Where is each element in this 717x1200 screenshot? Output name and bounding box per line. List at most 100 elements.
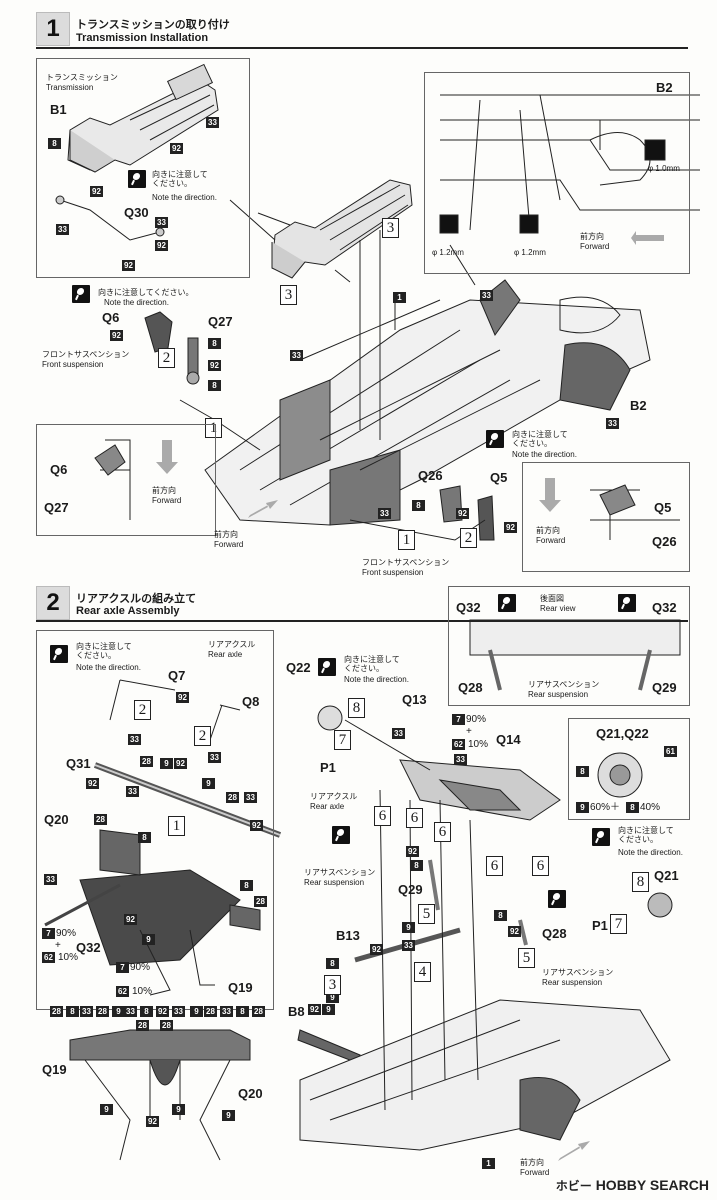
step-ref-2: 2 — [460, 528, 477, 548]
part-q19: Q19 — [42, 1062, 67, 1077]
rear-axle-drawing-left — [44, 679, 282, 1161]
part-badge-92: 92 — [156, 1006, 169, 1017]
part-q32: Q32 — [76, 940, 101, 955]
part-badge-8: 8 — [576, 766, 589, 777]
step-ref-6: 6 — [434, 822, 451, 842]
forward-en: Forward — [152, 496, 182, 505]
step-ref-1: 1 — [398, 530, 415, 550]
step-1-number: 1 — [36, 12, 70, 46]
rear-susp-en: Rear suspension — [304, 878, 365, 887]
rear-view-inset — [448, 586, 690, 706]
part-q20: Q20 — [238, 1086, 263, 1101]
note-en: Note the direction. — [104, 298, 169, 307]
part-badge-9: 9 — [142, 934, 155, 945]
note-icon — [332, 826, 350, 844]
part-badge-92: 92 — [308, 1004, 321, 1015]
part-badge-8: 8 — [410, 860, 423, 871]
part-badge-33: 33 — [220, 1006, 233, 1017]
note-icon — [128, 170, 146, 188]
part-badge-1: 1 — [393, 292, 406, 303]
part-b2: B2 — [630, 398, 647, 413]
part-badge-33: 33 — [80, 1006, 93, 1017]
mix-90: 90% — [130, 962, 151, 973]
part-q19: Q19 — [228, 980, 253, 995]
dia-1-2-right: φ 1.2mm — [514, 248, 546, 257]
part-q31: Q31 — [66, 756, 91, 771]
mix-60: 60%＋ — [590, 802, 621, 813]
forward-en: Forward — [536, 536, 566, 545]
part-badge-28: 28 — [96, 1006, 109, 1017]
q5-detail-inset — [522, 462, 690, 572]
step-2-rule — [36, 620, 688, 622]
part-badge-28: 28 — [204, 1006, 217, 1017]
rear-susp-en: Rear suspension — [542, 978, 603, 987]
q21-q22-inset — [568, 718, 690, 820]
part-q5: Q5 — [654, 500, 672, 515]
part-q20: Q20 — [44, 812, 69, 827]
part-badge-9: 9 — [190, 1006, 203, 1017]
part-q14: Q14 — [496, 732, 521, 747]
part-q30: Q30 — [124, 205, 149, 220]
part-badge-33: 33 — [44, 874, 57, 885]
part-p1: P1 — [320, 760, 336, 775]
main-transmission-drawing — [257, 179, 413, 283]
part-badge-92: 92 — [370, 944, 383, 955]
note-jp: 向きに注意して ください。 — [152, 170, 208, 188]
note-icon — [498, 594, 516, 612]
note-en: Note the direction. — [76, 663, 141, 672]
part-b1: B1 — [50, 102, 67, 117]
note-icon — [618, 594, 636, 612]
q6-detail-inset — [36, 424, 216, 536]
step-ref-3: 3 — [324, 975, 341, 995]
part-badge-92: 92 — [508, 926, 521, 937]
part-badge-33: 33 — [124, 1006, 137, 1017]
part-badge-28: 28 — [50, 1006, 63, 1017]
watermark: ホビー HOBBY SEARCH — [556, 1177, 709, 1194]
part-q29: Q29 — [398, 882, 423, 897]
step-ref-8: 8 — [632, 872, 649, 892]
part-badge-8: 8 — [236, 1006, 249, 1017]
mix-10: 10% — [132, 986, 153, 997]
part-q5: Q5 — [490, 470, 508, 485]
part-badge-8: 8 — [48, 138, 61, 149]
rear-susp-en: Rear suspension — [528, 690, 589, 699]
part-badge-33: 33 — [155, 217, 168, 228]
part-badge-28: 28 — [226, 792, 239, 803]
step-ref-2: 2 — [194, 726, 211, 746]
note-inline-jp: 向きに注意してください。 — [98, 288, 194, 297]
part-badge-28: 28 — [136, 1020, 149, 1031]
rear-susp-jp: リアサスペンション — [542, 968, 614, 977]
note-en: Note the direction. — [152, 193, 217, 202]
part-q21-q22: Q21,Q22 — [596, 726, 649, 741]
note-jp: 向きに注意して ください。 — [76, 642, 132, 660]
step-2-title-en: Rear axle Assembly — [76, 605, 180, 617]
part-badge-92: 92 — [122, 260, 135, 271]
part-badge-33: 33 — [392, 728, 405, 739]
chassis-drawing — [204, 279, 651, 526]
part-badge-33: 33 — [126, 786, 139, 797]
part-badge-33: 33 — [290, 350, 303, 361]
step-ref-2: 2 — [158, 348, 175, 368]
part-q8: Q8 — [242, 694, 260, 709]
step-ref-6: 6 — [374, 806, 391, 826]
rear-axle-jp: リアアクスル — [310, 792, 358, 801]
dia-1-0: φ 1.0mm — [648, 164, 680, 173]
part-badge-33: 33 — [378, 508, 391, 519]
part-q22: Q22 — [286, 660, 311, 675]
part-badge-61: 61 — [664, 746, 677, 757]
note-icon — [72, 285, 90, 303]
part-badge-7: 7 — [116, 962, 129, 973]
rear-axle-en: Rear axle — [208, 650, 243, 659]
part-badge-9: 9 — [326, 992, 339, 1003]
part-badge-8: 8 — [626, 802, 639, 813]
part-q13: Q13 — [402, 692, 427, 707]
note-en: Note the direction. — [618, 848, 683, 857]
b2-chassis-drawing — [439, 94, 700, 234]
part-q26: Q26 — [418, 468, 443, 483]
b2-inset — [424, 72, 690, 274]
part-badge-9: 9 — [112, 1006, 125, 1017]
part-badge-28: 28 — [160, 1020, 173, 1031]
part-badge-92: 92 — [176, 692, 189, 703]
step-ref-8: 8 — [348, 698, 365, 718]
part-badge-92: 92 — [174, 758, 187, 769]
